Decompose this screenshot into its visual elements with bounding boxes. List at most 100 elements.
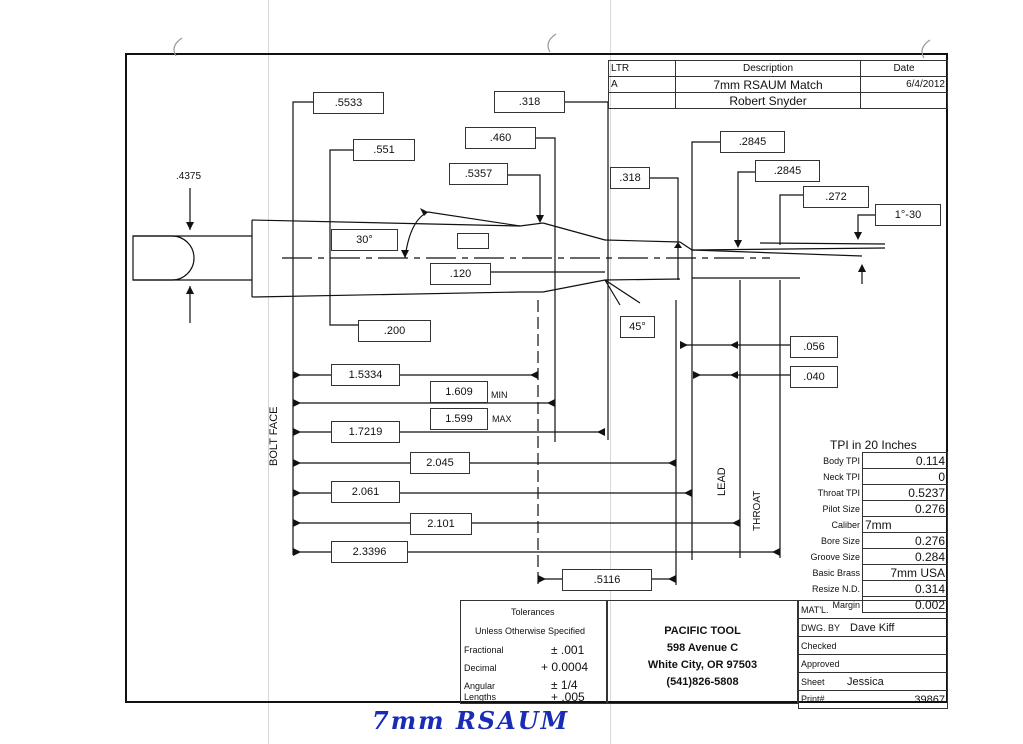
- date-header: Date: [860, 60, 948, 77]
- angular-label: Angular: [464, 681, 496, 691]
- lead-label: LEAD: [716, 467, 728, 496]
- dim-1-609: 1.609: [430, 381, 488, 403]
- dim-460: .460: [465, 127, 536, 149]
- tolerances-subtitle: Unless Otherwise Specified: [475, 626, 586, 636]
- company-phone: (541)826-5808: [666, 676, 739, 688]
- dwg-by-label: DWG. BY: [801, 622, 841, 633]
- description-value: 7mm RSAUM Match: [675, 76, 861, 93]
- dim-2-3396: 2.3396: [331, 541, 408, 563]
- dim-1-599: 1.599: [430, 408, 488, 430]
- dim-angle-45: 45°: [620, 316, 655, 338]
- dim-1-7219: 1.7219: [331, 421, 400, 443]
- decimal-label: Decimal: [464, 663, 497, 673]
- row-label: Basic Brass: [812, 567, 860, 578]
- company-block: PACIFIC TOOL 598 Avenue C White City, OR…: [607, 600, 798, 704]
- dwg-by-value: Dave Kiff: [850, 621, 895, 634]
- dim-318-b: .318: [610, 167, 650, 189]
- row-value: 0: [862, 468, 948, 485]
- dim-2845-b: .2845: [755, 160, 820, 182]
- print-label: Print#: [801, 693, 825, 704]
- dim-120: .120: [430, 263, 491, 285]
- row-value: 0.276: [862, 500, 948, 517]
- ltr-empty: [608, 92, 676, 109]
- handwritten-note: 7mm RSAUM: [372, 706, 570, 735]
- throat-label: THROAT: [752, 490, 763, 531]
- row-label: Body TPI: [823, 455, 860, 466]
- company-city: White City, OR 97503: [647, 659, 758, 671]
- row-value: 0.284: [862, 548, 948, 565]
- lengths-value: + .005: [551, 690, 585, 704]
- ltr-header: LTR: [608, 60, 676, 77]
- dim-056: .056: [790, 336, 838, 358]
- row-label: Bore Size: [820, 535, 860, 546]
- row-value: 0.114: [862, 452, 948, 469]
- dim-040: .040: [790, 366, 838, 388]
- fold-line: [610, 0, 611, 744]
- row-label: Throat TPI: [817, 487, 860, 498]
- decimal-value: + 0.0004: [541, 660, 589, 674]
- max-label: MAX: [492, 414, 512, 424]
- sheet-label: Sheet: [801, 676, 825, 687]
- angular-value: ± 1/4: [551, 678, 578, 692]
- row-value: 0.276: [862, 532, 948, 549]
- fractional-label: Fractional: [464, 645, 504, 655]
- print-value: 39867: [914, 693, 945, 706]
- dim-2-101: 2.101: [410, 513, 472, 535]
- approved-label: Approved: [798, 654, 948, 673]
- dim-5116: .5116: [562, 569, 652, 591]
- dim-angle-1-30: 1°-30: [875, 204, 941, 226]
- blank-box: [457, 233, 489, 249]
- dim-2-045: 2.045: [410, 452, 470, 474]
- fractional-value: ± .001: [551, 643, 585, 657]
- sheet-value: Jessica: [847, 675, 884, 688]
- ltr-value: A: [608, 76, 676, 93]
- material-label: MAT'L.: [798, 600, 948, 619]
- dim-1-5334: 1.5334: [331, 364, 400, 386]
- dim-318-a: .318: [494, 91, 565, 113]
- dim-pilot-diameter: .4375: [176, 171, 202, 182]
- revision-block: LTR Description Date A 7mm RSAUM Match 6…: [608, 60, 948, 109]
- row-value: 7mm: [862, 516, 948, 533]
- dwg-by-row: DWG. BY Dave Kiff: [798, 618, 948, 637]
- tolerances-title: Tolerances: [511, 607, 555, 617]
- row-value: 7mm USA: [862, 564, 948, 581]
- row-label: Groove Size: [810, 551, 860, 562]
- date-value: 6/4/2012: [860, 76, 948, 93]
- company-street: 598 Avenue C: [666, 642, 739, 654]
- row-value: 0.5237: [862, 484, 948, 501]
- dim-272: .272: [803, 186, 869, 208]
- checked-label: Checked: [798, 636, 948, 655]
- tolerances-block: Tolerances Unless Otherwise Specified Fr…: [460, 600, 607, 704]
- bolt-face-label: BOLT FACE: [268, 406, 280, 466]
- author-value: Robert Snyder: [675, 92, 861, 109]
- min-label: MIN: [491, 390, 508, 400]
- row-label: Pilot Size: [822, 503, 860, 514]
- dim-angle-30: 30°: [331, 229, 398, 251]
- dim-200: .200: [358, 320, 431, 342]
- row-label: Caliber: [831, 519, 860, 530]
- row-label: Neck TPI: [823, 471, 860, 482]
- lengths-label: Lengths: [464, 692, 497, 702]
- row-label: Resize N.D.: [811, 583, 860, 594]
- dim-2-061: 2.061: [331, 481, 400, 503]
- dim-5357: .5357: [449, 163, 508, 185]
- company-name: PACIFIC TOOL: [664, 625, 741, 637]
- sheet-row: Sheet Jessica: [798, 672, 948, 691]
- drawing-frame: [125, 53, 948, 703]
- date-empty: [860, 92, 948, 109]
- print-row: Print# 39867: [798, 690, 948, 709]
- tpi-title: TPI in 20 Inches: [830, 438, 917, 452]
- row-value: 0.314: [862, 580, 948, 597]
- description-header: Description: [675, 60, 861, 77]
- fold-line: [268, 0, 269, 744]
- dim-2845-a: .2845: [720, 131, 785, 153]
